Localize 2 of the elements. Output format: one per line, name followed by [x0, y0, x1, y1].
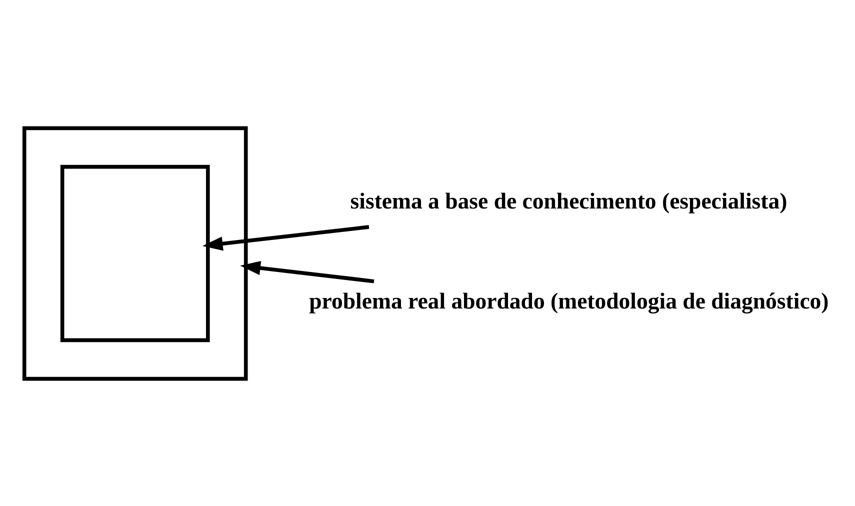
node-text: sistema a base de conhecimento (especialista): [350, 188, 788, 213]
node-text: problema real abordado (metodologia de diagnóstico): [309, 288, 829, 313]
